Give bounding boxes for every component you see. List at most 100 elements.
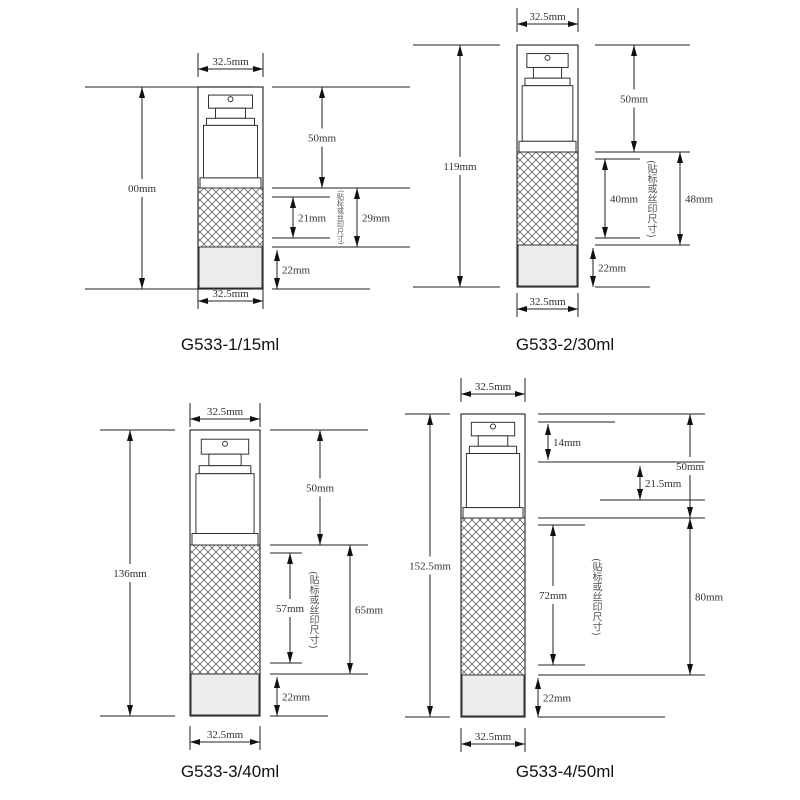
total-height-dimension: 152.5mm bbox=[409, 414, 451, 717]
caption-g533-4: G533-4/50ml bbox=[515, 762, 615, 781]
arrow-head-icon bbox=[677, 152, 683, 163]
vertical-note: (贴标或丝印尺寸) bbox=[307, 570, 318, 649]
width-bottom-dimension-label: 32.5mm bbox=[212, 288, 249, 300]
nozzle-icon bbox=[222, 440, 228, 447]
arrow-head-icon bbox=[631, 45, 637, 56]
arrow-head-icon bbox=[347, 663, 353, 674]
shoulder bbox=[518, 140, 577, 153]
pump-height-dimension: 50mm bbox=[308, 87, 337, 188]
arrow-head-icon bbox=[461, 741, 471, 747]
arrow-head-icon bbox=[274, 705, 280, 716]
width-bottom-dimension: 32.5mm bbox=[197, 285, 264, 309]
base-height-dimension-label: 22mm bbox=[282, 265, 311, 277]
pump-height-dimension: 50mm bbox=[620, 45, 648, 152]
cap-height-dimension: 14mm bbox=[545, 424, 582, 460]
total-height-dimension-label: 119mm bbox=[443, 161, 477, 173]
collar bbox=[524, 77, 571, 87]
pump-stem bbox=[215, 107, 246, 119]
arrow-head-icon bbox=[317, 534, 323, 545]
inner-cap bbox=[195, 473, 255, 535]
base-height-dimension-label: 22mm bbox=[598, 263, 627, 275]
bottle-2 bbox=[516, 44, 579, 288]
inner-cap bbox=[521, 85, 574, 142]
arrow-head-icon bbox=[139, 87, 145, 98]
arrow-head-icon bbox=[250, 416, 260, 422]
caption-g533-1: G533-1/15ml bbox=[180, 335, 280, 354]
arrow-head-icon bbox=[427, 414, 433, 425]
arrow-head-icon bbox=[319, 87, 325, 98]
inner-cap bbox=[465, 453, 521, 509]
caption-g533-2: G533-2/30ml bbox=[515, 335, 615, 354]
arrow-head-icon bbox=[290, 227, 296, 238]
label-mesh-area bbox=[189, 544, 261, 675]
arrow-head-icon bbox=[287, 553, 293, 564]
width-top-dimension: 32.5mm bbox=[197, 53, 264, 77]
pump-stem bbox=[477, 435, 509, 447]
total-height-dimension-label: 00mm bbox=[128, 183, 157, 195]
arrow-head-icon bbox=[287, 652, 293, 663]
arrow-head-icon bbox=[354, 188, 360, 199]
bottle-1 bbox=[197, 86, 264, 290]
shoulder bbox=[191, 533, 259, 546]
pump-height-dimension-label: 50mm bbox=[676, 461, 705, 473]
arrow-head-icon bbox=[550, 525, 556, 536]
total-height-dimension-label: 152.5mm bbox=[409, 561, 451, 573]
label-height-dimension-label: 29mm bbox=[362, 213, 391, 225]
base-height-dimension: 22mm bbox=[535, 678, 572, 717]
arrow-head-icon bbox=[590, 276, 596, 287]
base-height-dimension-label: 22mm bbox=[282, 692, 311, 704]
width-bottom-dimension-label: 32.5mm bbox=[529, 296, 566, 308]
shoulder bbox=[462, 507, 524, 519]
arrow-head-icon bbox=[198, 66, 208, 72]
total-height-dimension: 00mm bbox=[128, 87, 157, 289]
total-height-dimension: 136mm bbox=[113, 430, 147, 716]
width-top-dimension: 32.5mm bbox=[516, 8, 579, 32]
label-mesh-area bbox=[197, 187, 264, 248]
pump-height-dimension-label: 50mm bbox=[308, 133, 337, 145]
label-height-dimension-label: 48mm bbox=[685, 194, 714, 206]
arrow-head-icon bbox=[427, 706, 433, 717]
arrow-head-icon bbox=[631, 141, 637, 152]
arrow-head-icon bbox=[461, 391, 471, 397]
width-top-dimension-label: 32.5mm bbox=[475, 381, 512, 393]
label-height-dimension: 80mm bbox=[687, 518, 724, 675]
arrow-head-icon bbox=[687, 664, 693, 675]
print-height-dimension-label: 57mm bbox=[276, 603, 305, 615]
arrow-head-icon bbox=[198, 298, 208, 304]
arrow-head-icon bbox=[127, 430, 133, 441]
arrow-head-icon bbox=[274, 278, 280, 289]
vertical-note: (贴标或丝印尺寸) bbox=[645, 159, 656, 238]
arrow-head-icon bbox=[139, 278, 145, 289]
width-bottom-dimension-label: 32.5mm bbox=[475, 731, 512, 743]
print-height-dimension: 72mm bbox=[539, 525, 567, 665]
width-bottom-dimension: 32.5mm bbox=[460, 728, 526, 752]
arrow-head-icon bbox=[457, 45, 463, 56]
arrow-head-icon bbox=[687, 518, 693, 529]
arrow-head-icon bbox=[517, 21, 527, 27]
arrow-head-icon bbox=[190, 739, 200, 745]
arrow-head-icon bbox=[517, 306, 527, 312]
arrow-head-icon bbox=[677, 234, 683, 245]
pump-height-dimension: 50mm bbox=[676, 414, 705, 518]
print-height-dimension: 57mm bbox=[276, 553, 305, 663]
arrow-head-icon bbox=[637, 466, 643, 477]
label-height-dimension: 29mm bbox=[354, 188, 391, 247]
label-height-dimension-label: 65mm bbox=[355, 605, 384, 617]
arrow-head-icon bbox=[535, 706, 541, 717]
pump-stem bbox=[532, 66, 563, 79]
base-height-dimension-label: 22mm bbox=[543, 693, 572, 705]
arrow-head-icon bbox=[568, 21, 578, 27]
width-top-dimension: 32.5mm bbox=[460, 378, 526, 402]
arrow-head-icon bbox=[568, 306, 578, 312]
arrow-head-icon bbox=[602, 159, 608, 170]
shoulder bbox=[199, 177, 262, 189]
label-mesh-area bbox=[516, 151, 579, 246]
label-mesh-area bbox=[460, 517, 526, 676]
arrow-head-icon bbox=[127, 705, 133, 716]
label-height-dimension: 65mm bbox=[347, 545, 384, 674]
width-top-dimension-label: 32.5mm bbox=[212, 56, 249, 68]
arrow-head-icon bbox=[250, 739, 260, 745]
bottle-3 bbox=[189, 429, 261, 717]
nozzle-icon bbox=[544, 54, 551, 61]
